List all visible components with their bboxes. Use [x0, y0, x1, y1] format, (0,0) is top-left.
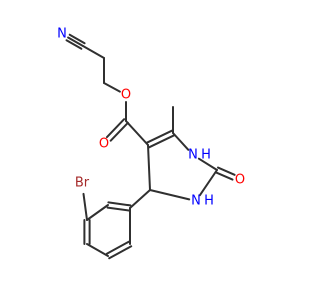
bond-c2-n3: [198, 169, 218, 197]
bond-c2-o_urea: [215, 171, 234, 181]
atom-label-o_urea: O: [235, 173, 245, 188]
atom-label-o_carbonyl: O: [99, 137, 109, 152]
bond-c_carbonyl-o_carbonyl-second: [109, 121, 129, 142]
bond-c5-c6-second: [145, 129, 173, 144]
bond-n_nitrile-c_nitrile: [67, 36, 84, 47]
bond-c4-ar1: [129, 189, 151, 209]
bond-c_carbonyl-o_carbonyl: [106, 118, 126, 139]
atom-label-n1: N: [188, 148, 198, 163]
bond-c_ch2_b-o_ester: [103, 82, 121, 93]
atom-label-n_nitrile: N: [57, 27, 67, 42]
bond-c_nitrile-c_ch2_a: [82, 45, 105, 59]
bond-n3-c4: [149, 189, 191, 201]
atom-label-br: Br: [75, 176, 90, 191]
bond-c6-n1: [172, 132, 190, 151]
bond-ar1-ar2-second: [106, 206, 131, 212]
atom-hydrogen-label-n1: H: [201, 148, 211, 163]
bond-n_nitrile-c_nitrile-third: [68, 33, 86, 45]
bond-ar5-ar6: [108, 245, 133, 260]
bond-n1-c2: [197, 157, 218, 171]
atom-label-n3: N: [191, 194, 201, 209]
bond-c4-c5: [147, 144, 151, 191]
atom-hydrogen-label-n3: H: [204, 194, 214, 209]
bond-c_carbonyl-c5: [125, 120, 149, 146]
bond-layer: [65, 33, 236, 260]
bond-ar4-ar5: [86, 243, 109, 257]
bond-c2-o_urea-second: [217, 166, 236, 176]
bond-c5-c6: [148, 134, 176, 149]
bond-ar1-ar2: [107, 201, 132, 207]
bond-ar3-br: [82, 192, 88, 221]
bond-ar5-ar6-second: [105, 240, 130, 255]
atom-label-o_ester: O: [121, 88, 131, 103]
bond-n_nitrile-c_nitrile-second: [65, 39, 83, 50]
bond-ar2-ar3: [86, 204, 109, 221]
